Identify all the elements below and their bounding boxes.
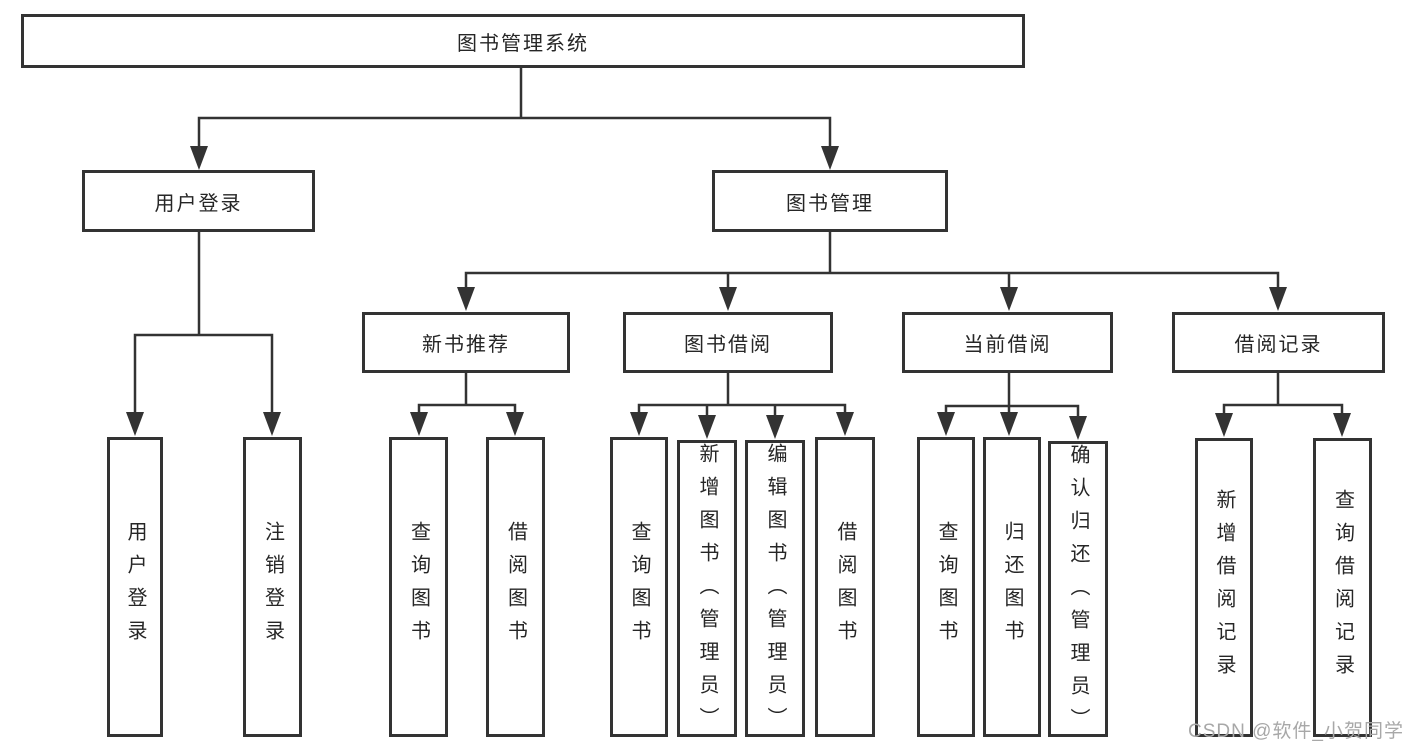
watermark: CSDN @软件_小贺同学 [1188,721,1404,742]
leaf-record-add: 新增借阅记录 [1195,438,1253,737]
leaf-label: 确认归还（管理员） [1067,444,1089,741]
leaf-current-return: 归还图书 [983,437,1041,737]
leaf-current-confirm-admin: 确认归还（管理员） [1048,441,1108,741]
node-root: 图书管理系统 [21,14,1025,68]
leaf-label: 查询借阅记录 [1331,488,1354,687]
leaf-borrow-edit-admin: 编辑图书（管理员） [745,440,805,740]
leaf-label: 新增借阅记录 [1213,488,1235,687]
node-book-management: 图书管理 [712,170,948,232]
leaf-label: 归还图书 [1001,521,1023,653]
leaf-label: 查询图书 [407,521,430,653]
leaf-newbook-query: 查询图书 [389,437,448,737]
node-current-borrow: 当前借阅 [902,312,1113,373]
leaf-borrow-query: 查询图书 [610,437,668,737]
leaf-record-query: 查询借阅记录 [1313,438,1372,737]
node-borrow-records: 借阅记录 [1172,312,1385,373]
leaf-current-query: 查询图书 [917,437,975,737]
leaf-label: 用户登录 [124,521,146,653]
leaf-user-login: 用户登录 [107,437,163,737]
node-new-book-recommend: 新书推荐 [362,312,570,373]
node-book-borrow: 图书借阅 [623,312,833,373]
leaf-label: 查询图书 [935,521,957,653]
leaf-label: 借阅图书 [834,521,856,653]
leaf-label: 注销登录 [261,521,284,653]
leaf-borrow-add-admin: 新增图书（管理员） [677,440,737,740]
leaf-logout: 注销登录 [243,437,302,737]
leaf-label: 借阅图书 [504,521,527,653]
leaf-label: 编辑图书（管理员） [764,443,786,740]
node-user-login: 用户登录 [82,170,315,232]
leaf-borrow-borrow: 借阅图书 [815,437,875,737]
leaf-label: 新增图书（管理员） [696,443,718,740]
leaf-newbook-borrow: 借阅图书 [486,437,545,737]
leaf-label: 查询图书 [628,521,650,653]
